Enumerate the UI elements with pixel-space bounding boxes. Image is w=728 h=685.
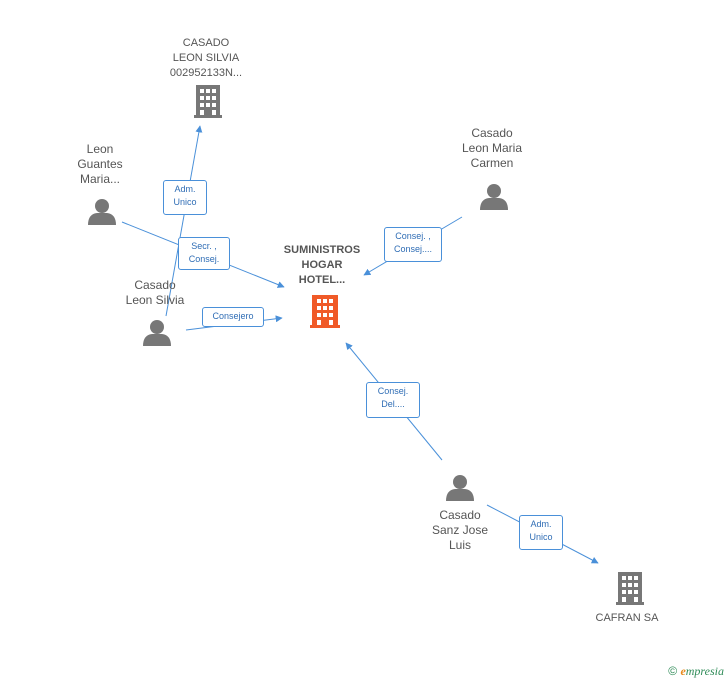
- node-label-cafran[interactable]: CAFRAN SA: [584, 611, 670, 626]
- edge-label-consej-consej[interactable]: Consej. , Consej....: [384, 227, 442, 262]
- edge-label-consej-del[interactable]: Consej. Del....: [366, 382, 420, 418]
- person-icon[interactable]: [88, 199, 116, 225]
- building-icon[interactable]: [616, 572, 644, 605]
- node-label-line: Carmen: [470, 156, 514, 170]
- edge-label-line: Adm.: [530, 519, 552, 529]
- building-icon[interactable]: [194, 85, 222, 118]
- edge-label-line: Consej....: [393, 244, 433, 254]
- node-label-line: 002952133N...: [169, 67, 243, 79]
- edge-label-line: Consej. ,: [395, 231, 431, 241]
- edge-label-line: Unico: [529, 532, 553, 542]
- node-label-line: CASADO: [182, 37, 230, 49]
- node-label-line: Leon Silvia: [125, 293, 185, 307]
- node-label-main-company[interactable]: SUMINISTROS HOGAR HOTEL...: [272, 243, 372, 288]
- brand-name: mpresia: [685, 664, 724, 678]
- node-label-casado-leon-maria[interactable]: Casado Leon Maria Carmen: [446, 126, 538, 171]
- copyright-icon: ©: [668, 664, 678, 678]
- empresia-watermark: © empresia: [668, 664, 724, 679]
- node-label-line: CAFRAN SA: [595, 612, 659, 624]
- brand-initial: e: [680, 664, 686, 678]
- edge-label-line: Unico: [173, 197, 197, 207]
- node-label-line: Casado: [134, 278, 176, 292]
- edge-label-adm-unico[interactable]: Adm. Unico: [163, 180, 207, 215]
- node-label-line: Guantes: [77, 157, 123, 171]
- node-label-casado-leon-silvia-company[interactable]: CASADO LEON SILVIA 002952133N...: [158, 36, 254, 81]
- edge-label-line: Consej.: [377, 386, 409, 396]
- edge-label-adm-unico[interactable]: Adm. Unico: [519, 515, 563, 550]
- main-building-icon[interactable]: [310, 295, 340, 328]
- node-label-line: Leon Maria: [461, 141, 523, 155]
- node-label-casado-leon-silvia[interactable]: Casado Leon Silvia: [110, 278, 200, 308]
- node-label-line: Luis: [448, 538, 471, 552]
- person-icon[interactable]: [446, 475, 474, 501]
- node-label-line: SUMINISTROS: [283, 244, 361, 256]
- edge-label-line: Consej.: [188, 254, 220, 264]
- edge-label-line: Del....: [381, 399, 405, 409]
- node-label-line: HOGAR: [301, 259, 343, 271]
- node-label-line: LEON SILVIA: [172, 52, 240, 64]
- node-label-line: Leon: [86, 142, 114, 156]
- person-icon[interactable]: [143, 320, 171, 346]
- edge-label-consejero[interactable]: Consejero: [202, 307, 264, 327]
- person-icon[interactable]: [480, 184, 508, 210]
- node-label-line: Maria...: [79, 172, 120, 186]
- edge-label-line: Adm.: [174, 184, 196, 194]
- node-label-line: Casado: [471, 126, 513, 140]
- node-label-line: Casado: [439, 508, 481, 522]
- node-label-leon-guantes[interactable]: Leon Guantes Maria...: [60, 142, 140, 187]
- edge-label-line: Secr. ,: [191, 241, 217, 251]
- node-label-line: HOTEL...: [298, 274, 346, 286]
- node-label-casado-sanz[interactable]: Casado Sanz Jose Luis: [414, 508, 506, 553]
- node-label-line: Sanz Jose: [431, 523, 489, 537]
- edge-label-line: Consejero: [212, 311, 254, 321]
- edge-label-secr-consej[interactable]: Secr. , Consej.: [178, 237, 230, 270]
- edge-line-adm-unico-1: [165, 125, 203, 317]
